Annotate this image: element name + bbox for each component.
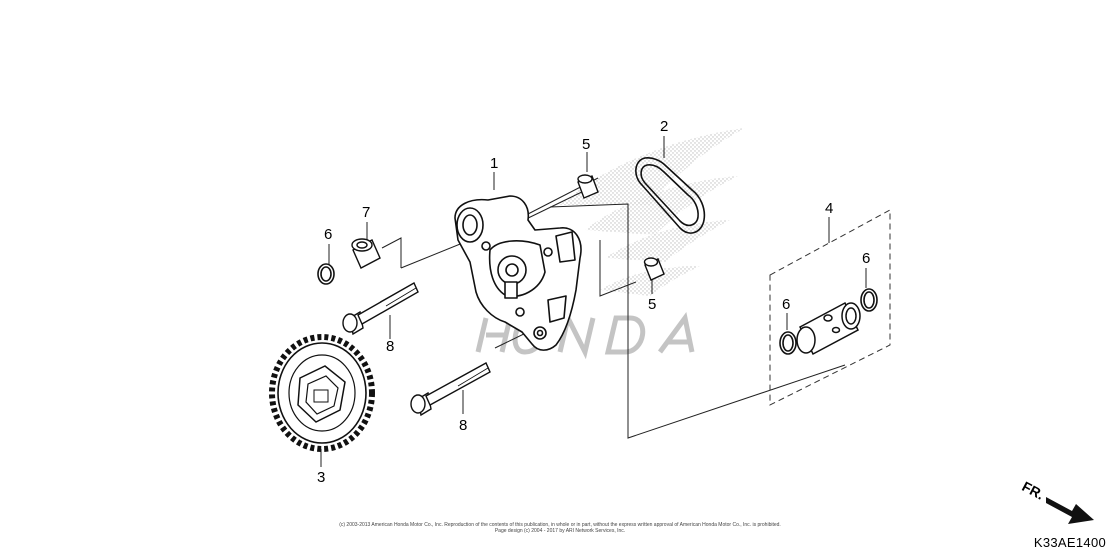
callout-5-lower: 5	[648, 296, 657, 313]
gasket-seal	[635, 157, 706, 234]
pipe-4	[796, 301, 861, 356]
callout-2: 2	[660, 118, 669, 135]
collar-7	[351, 238, 381, 269]
callout-8-upper: 8	[386, 338, 395, 355]
flange-bolt-lower	[410, 362, 491, 417]
o-ring-kit-right	[860, 288, 878, 312]
callout-3: 3	[317, 469, 326, 486]
oil-pump-body	[454, 195, 582, 351]
callout-7: 7	[362, 204, 371, 221]
o-ring-kit-left	[779, 331, 797, 355]
callout-6-kit-left: 6	[782, 296, 791, 313]
callout-6-kit-right: 6	[862, 250, 871, 267]
copyright-line-2: Page design (c) 2004 - 2017 by ARI Netwo…	[494, 528, 626, 534]
kit-4-dashed-box	[769, 209, 891, 406]
flange-bolt-upper	[342, 282, 419, 336]
dowel-pin-upper	[577, 174, 599, 199]
o-ring-left	[317, 263, 335, 285]
copyright-notice: (c) 2003-2013 American Honda Motor Co., …	[300, 522, 820, 534]
copyright-line-1: (c) 2003-2013 American Honda Motor Co., …	[339, 522, 781, 528]
dowel-pin-lower	[643, 257, 665, 281]
oil-pump-gear	[269, 334, 375, 452]
honda-logo-watermark	[475, 310, 695, 360]
callout-5-upper: 5	[582, 136, 591, 153]
callout-8-lower: 8	[459, 417, 468, 434]
front-direction-arrow-icon	[1046, 497, 1094, 524]
diagram-code: K33AE1400	[1033, 535, 1106, 550]
callout-6-left: 6	[324, 226, 333, 243]
callout-1: 1	[490, 155, 499, 172]
callout-4: 4	[825, 200, 834, 217]
